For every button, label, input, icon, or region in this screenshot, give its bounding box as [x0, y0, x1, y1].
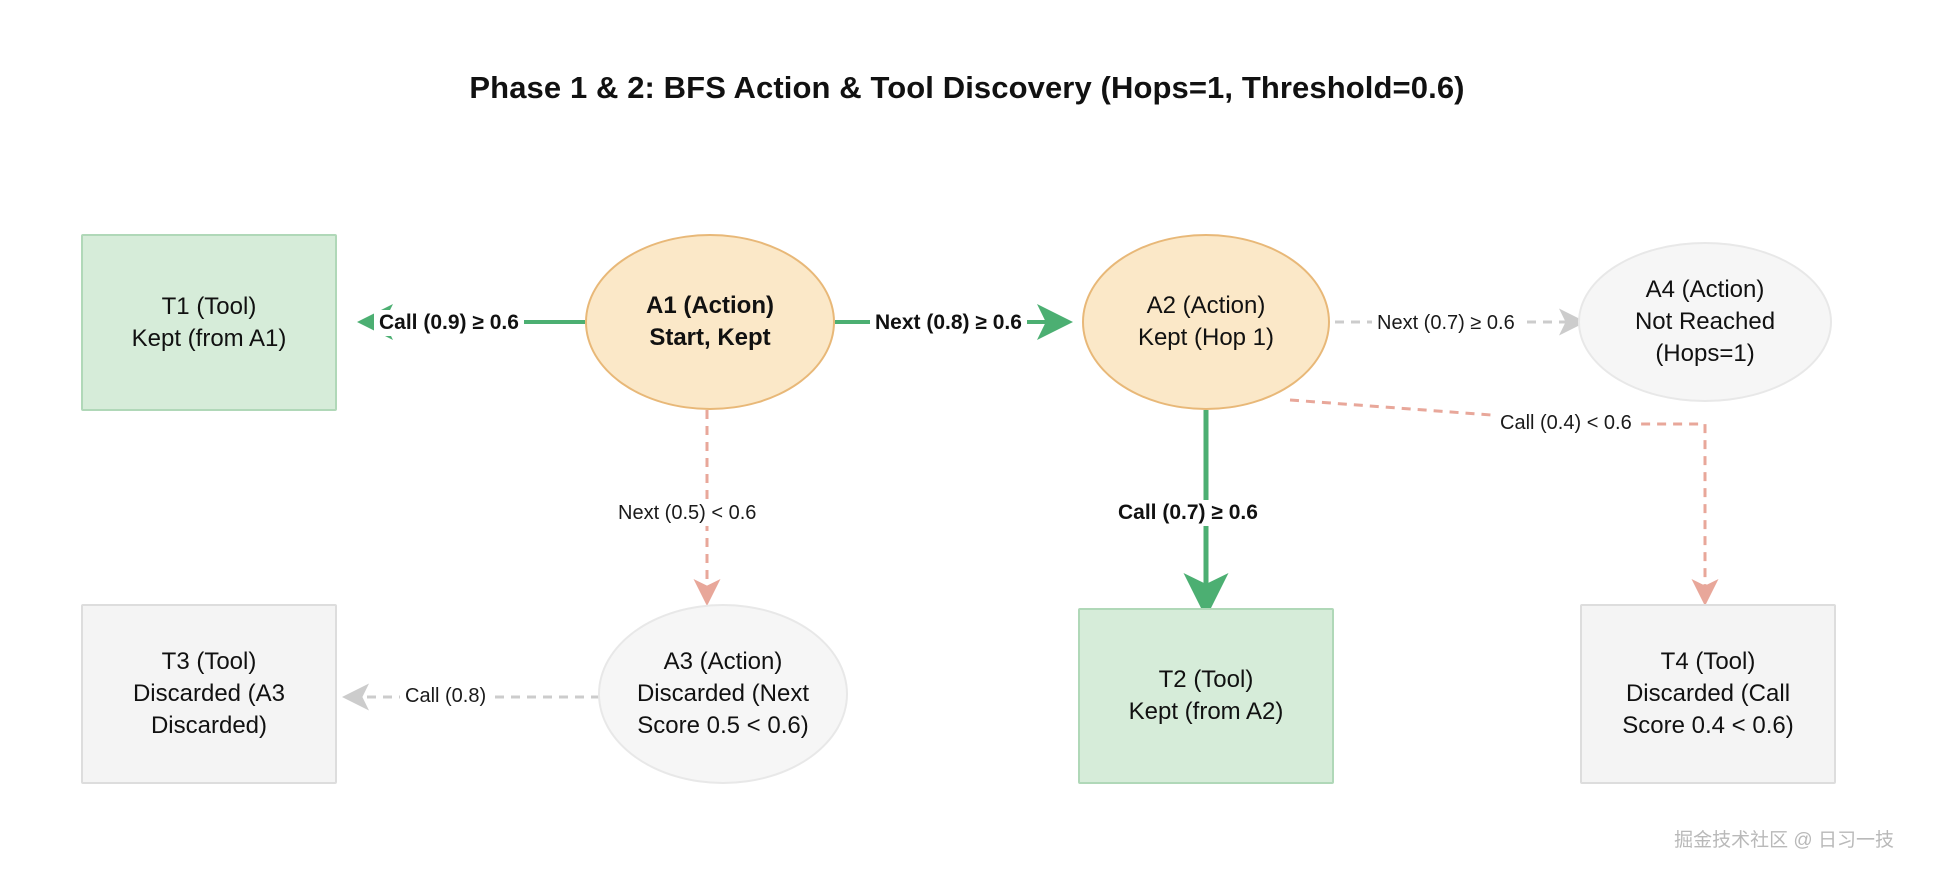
edge-label-a2-t2: Call (0.7) ≥ 0.6 — [1113, 500, 1263, 526]
edge-label-a1-a3: Next (0.5) < 0.6 — [613, 501, 762, 526]
node-t4[interactable]: T4 (Tool) Discarded (Call Score 0.4 < 0.… — [1580, 604, 1836, 784]
edge-a2-t4 — [1289, 398, 1719, 606]
edge-label-a1-a2: Next (0.8) ≥ 0.6 — [870, 310, 1027, 336]
edge-label-a2-t4: Call (0.4) < 0.6 — [1495, 411, 1637, 436]
node-t3[interactable]: T3 (Tool) Discarded (A3 Discarded) — [81, 604, 337, 784]
edge-label-a1-t1: Call (0.9) ≥ 0.6 — [374, 310, 524, 336]
node-a4[interactable]: A4 (Action) Not Reached (Hops=1) — [1578, 242, 1832, 402]
edge-label-a3-t3: Call (0.8) — [400, 684, 492, 709]
edge-label-a2-a4: Next (0.7) ≥ 0.6 — [1372, 311, 1520, 336]
node-a2[interactable]: A2 (Action) Kept (Hop 1) — [1082, 234, 1330, 410]
node-t2[interactable]: T2 (Tool) Kept (from A2) — [1078, 608, 1334, 784]
node-a1[interactable]: A1 (Action) Start, Kept — [585, 234, 835, 410]
page-title: Phase 1 & 2: BFS Action & Tool Discovery… — [469, 70, 1465, 105]
watermark: 掘金技术社区 @ 日习一技 — [1674, 830, 1894, 851]
node-a3[interactable]: A3 (Action) Discarded (Next Score 0.5 < … — [598, 604, 848, 784]
node-t1[interactable]: T1 (Tool) Kept (from A1) — [81, 234, 337, 411]
